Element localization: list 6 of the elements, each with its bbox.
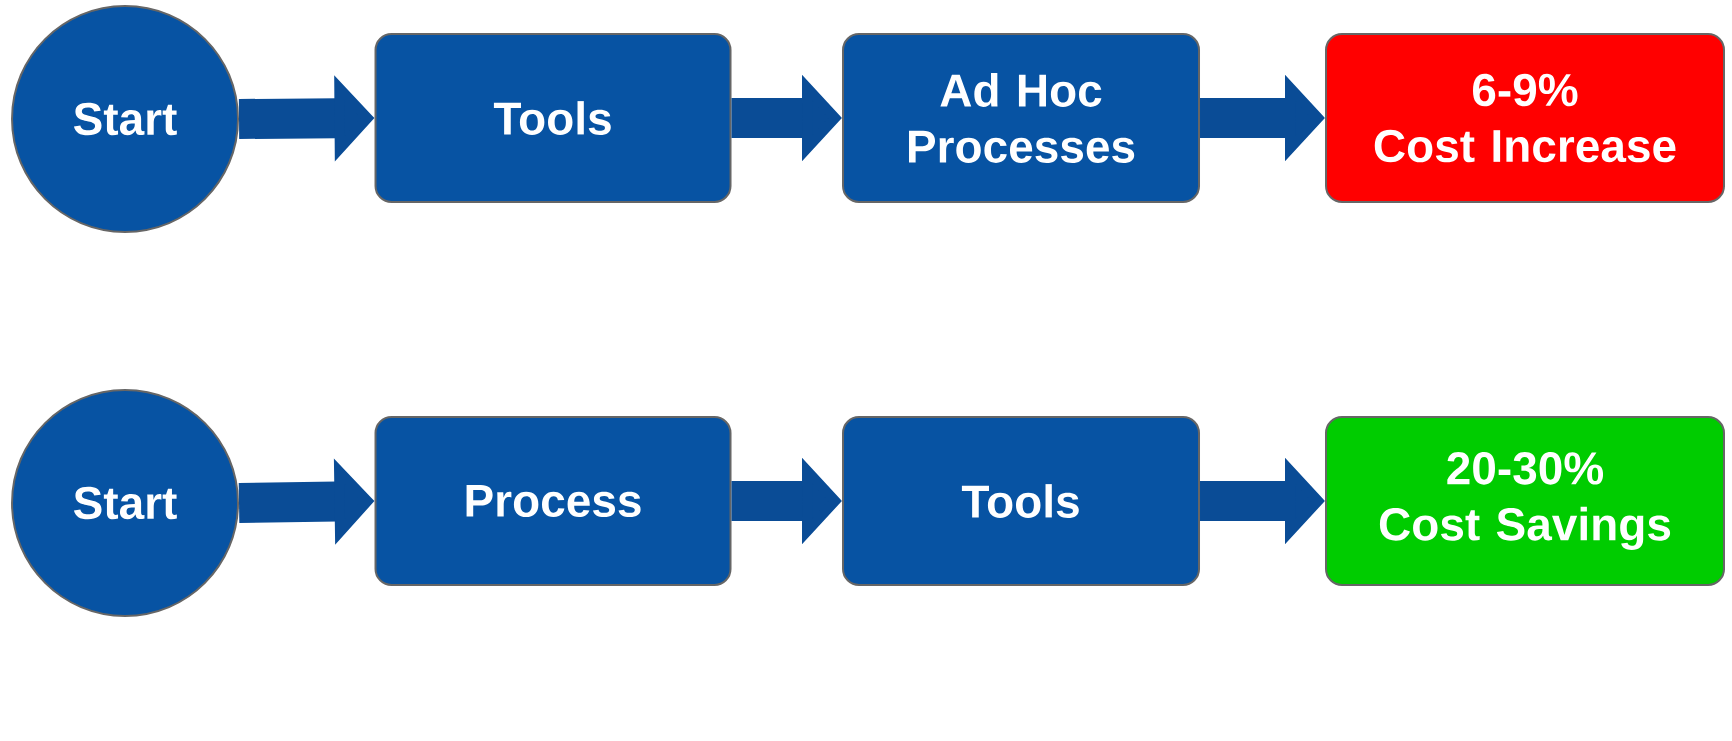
process-box: Tools bbox=[374, 33, 732, 203]
process-box: Tools bbox=[842, 416, 1200, 586]
process-box: Process bbox=[374, 416, 732, 586]
process-box: Ad Hoc Processes bbox=[842, 33, 1200, 203]
result-box: 6-9% Cost Increase bbox=[1325, 33, 1725, 203]
result-box: 20-30% Cost Savings bbox=[1325, 416, 1725, 586]
